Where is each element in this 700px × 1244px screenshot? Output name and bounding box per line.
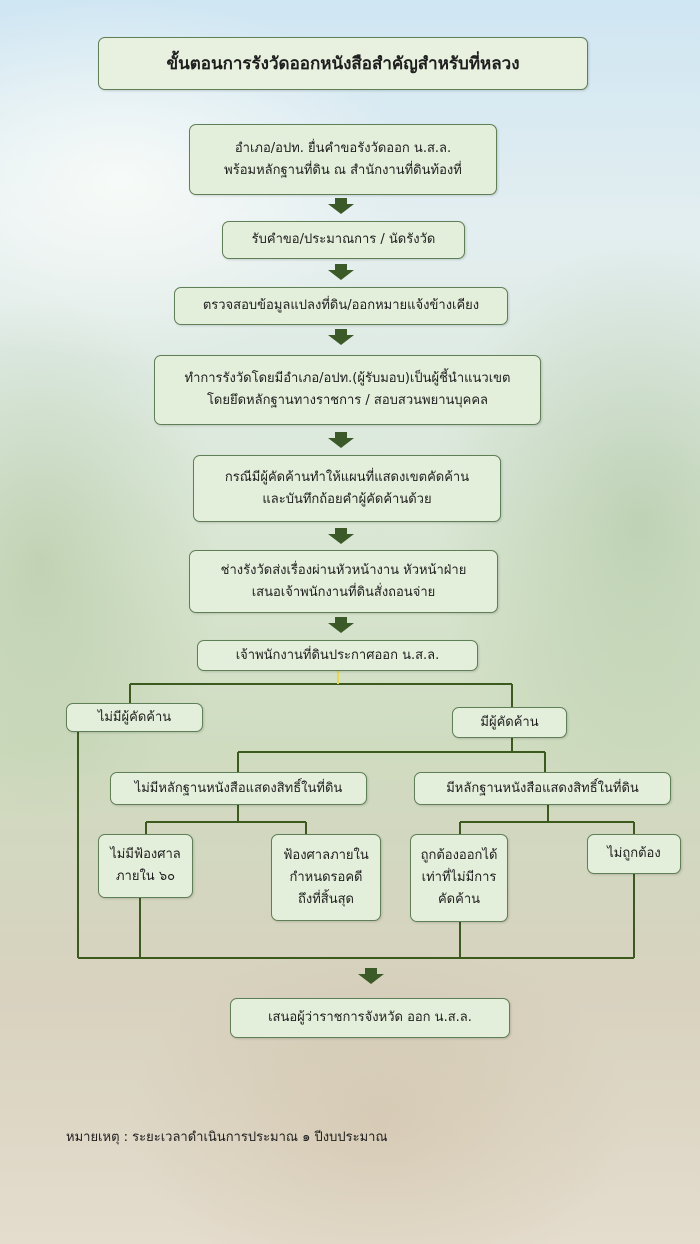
step-6-line-2: เสนอเจ้าพนักงานที่ดินสั่งถอนจ่าย: [221, 582, 467, 604]
down-arrow-5: [328, 528, 354, 544]
no-lawsuit-line-2: ภายใน ๖๐: [110, 866, 181, 888]
final-step-text: เสนอผู้ว่าราชการจังหวัด ออก น.ส.ล.: [268, 1007, 472, 1029]
step-1-box: อำเภอ/อปท. ยื่นคำขอรังวัดออก น.ส.ล.พร้อม…: [189, 124, 497, 195]
correct-box: ถูกต้องออกได้เท่าที่ไม่มีการคัดค้าน: [410, 834, 508, 922]
page-title: ขั้นตอนการรังวัดออกหนังสือสำคัญสำหรับที่…: [98, 37, 588, 90]
step-4-line-1: ทำการรังวัดโดยมีอำเภอ/อปท.(ผู้รับมอบ)เป็…: [185, 368, 511, 390]
down-arrow-4: [328, 432, 354, 448]
step-4-box: ทำการรังวัดโดยมีอำเภอ/อปท.(ผู้รับมอบ)เป็…: [154, 355, 541, 425]
no-evidence-text: ไม่มีหลักฐานหนังสือแสดงสิทธิ์ในที่ดิน: [135, 778, 343, 800]
page-title-text: ขั้นตอนการรังวัดออกหนังสือสำคัญสำหรับที่…: [166, 53, 519, 75]
step-5-line-2: และบันทึกถ้อยคำผู้คัดค้านด้วย: [225, 489, 469, 511]
lawsuit-line-3: ถึงที่สิ้นสุด: [283, 889, 369, 911]
has-evidence-box: มีหลักฐานหนังสือแสดงสิทธิ์ในที่ดิน: [414, 772, 671, 805]
no-evidence-box: ไม่มีหลักฐานหนังสือแสดงสิทธิ์ในที่ดิน: [110, 772, 367, 805]
lawsuit-line-2: กำหนดรอคดี: [283, 867, 369, 889]
no-lawsuit-line-1: ไม่มีฟ้องศาล: [110, 844, 181, 866]
incorrect-text: ไม่ถูกต้อง: [607, 843, 660, 865]
down-arrow-2: [328, 264, 354, 280]
down-arrow-3: [328, 329, 354, 345]
incorrect-box: ไม่ถูกต้อง: [587, 834, 681, 874]
no-objection-text: ไม่มีผู้คัดค้าน: [98, 707, 171, 729]
lawsuit-box: ฟ้องศาลภายในกำหนดรอคดีถึงที่สิ้นสุด: [271, 834, 381, 921]
step-7-text: เจ้าพนักงานที่ดินประกาศออก น.ส.ล.: [236, 645, 440, 667]
step-2-text: รับคำขอ/ประมาณการ / นัดรังวัด: [252, 229, 436, 251]
step-6-box: ช่างรังวัดส่งเรื่องผ่านหัวหน้างาน หัวหน้…: [189, 550, 498, 613]
step-4-line-2: โดยยึดหลักฐานทางราชการ / สอบสวนพยานบุคคล: [185, 390, 511, 412]
objection-text: มีผู้คัดค้าน: [480, 712, 538, 734]
step-6-line-1: ช่างรังวัดส่งเรื่องผ่านหัวหน้างาน หัวหน้…: [221, 560, 467, 582]
objection-box: มีผู้คัดค้าน: [452, 707, 567, 738]
correct-line-3: คัดค้าน: [421, 889, 498, 911]
down-arrow-7: [358, 968, 384, 984]
step-5-line-1: กรณีมีผู้คัดค้านทำให้แผนที่แสดงเขตคัดค้า…: [225, 467, 469, 489]
final-step-box: เสนอผู้ว่าราชการจังหวัด ออก น.ส.ล.: [230, 998, 510, 1038]
down-arrow-6: [328, 617, 354, 633]
correct-line-1: ถูกต้องออกได้: [421, 845, 498, 867]
step-1-line-2: พร้อมหลักฐานที่ดิน ณ สำนักงานที่ดินท้องท…: [224, 160, 462, 182]
no-lawsuit-box: ไม่มีฟ้องศาลภายใน ๖๐: [98, 834, 193, 898]
step-1-line-1: อำเภอ/อปท. ยื่นคำขอรังวัดออก น.ส.ล.: [224, 138, 462, 160]
step-2-box: รับคำขอ/ประมาณการ / นัดรังวัด: [222, 221, 465, 259]
lawsuit-line-1: ฟ้องศาลภายใน: [283, 845, 369, 867]
footnote: หมายเหตุ : ระยะเวลาดำเนินการประมาณ ๑ ปีง…: [66, 1126, 388, 1147]
step-3-text: ตรวจสอบข้อมูลแปลงที่ดิน/ออกหมายแจ้งข้างเ…: [203, 295, 479, 317]
step-7-box: เจ้าพนักงานที่ดินประกาศออก น.ส.ล.: [197, 640, 478, 671]
step-3-box: ตรวจสอบข้อมูลแปลงที่ดิน/ออกหมายแจ้งข้างเ…: [174, 287, 508, 325]
down-arrow-1: [328, 198, 354, 214]
no-objection-box: ไม่มีผู้คัดค้าน: [66, 703, 203, 732]
step-5-box: กรณีมีผู้คัดค้านทำให้แผนที่แสดงเขตคัดค้า…: [193, 455, 501, 522]
has-evidence-text: มีหลักฐานหนังสือแสดงสิทธิ์ในที่ดิน: [446, 778, 639, 800]
correct-line-2: เท่าที่ไม่มีการ: [421, 867, 498, 889]
